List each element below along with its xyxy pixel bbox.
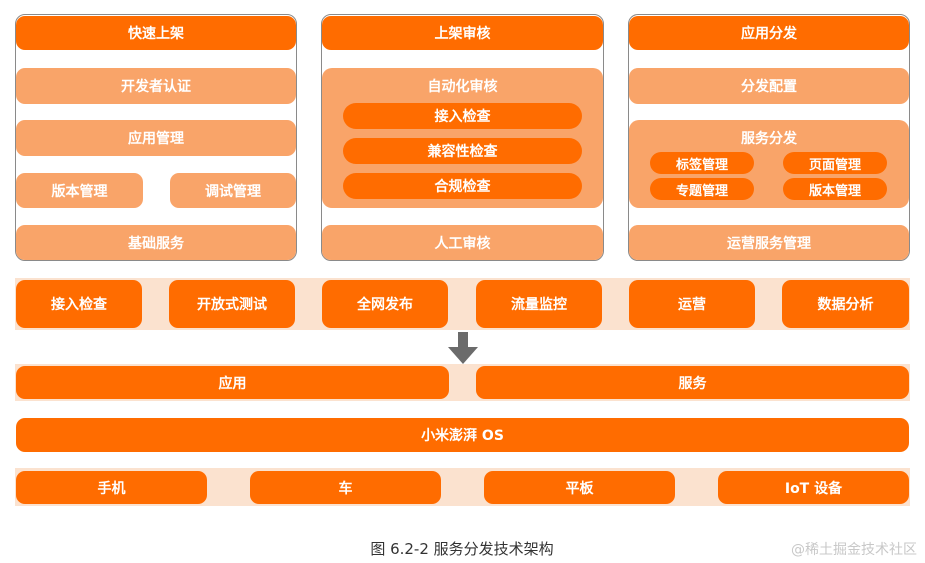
page-management-pill: 页面管理 — [783, 152, 887, 174]
service-distribution-title: 服务分发 — [741, 131, 797, 147]
target-app: 应用 — [16, 366, 449, 399]
device-iot: IoT 设备 — [718, 471, 909, 504]
version-management-box: 版本管理 — [16, 173, 143, 208]
device-phone: 手机 — [16, 471, 207, 504]
distribution-config-box: 分发配置 — [629, 68, 909, 104]
developer-auth-box: 开发者认证 — [16, 68, 296, 104]
panel-review-title: 上架审核 — [322, 16, 603, 50]
basic-service-box: 基础服务 — [16, 225, 296, 260]
compatibility-check-pill: 兼容性检查 — [343, 138, 582, 164]
service-version-management-pill: 版本管理 — [783, 178, 887, 200]
auto-review-title: 自动化审核 — [427, 79, 498, 95]
compliance-check-pill: 合规检查 — [343, 173, 582, 199]
operation-service-management-box: 运营服务管理 — [629, 225, 909, 260]
app-management-box: 应用管理 — [16, 120, 296, 156]
capability-open-testing: 开放式测试 — [169, 280, 295, 328]
device-tablet: 平板 — [484, 471, 675, 504]
figure-caption: 图 6.2-2 服务分发技术架构 — [370, 540, 554, 558]
tag-management-pill: 标签管理 — [650, 152, 754, 174]
target-service: 服务 — [476, 366, 909, 399]
down-arrow-icon — [448, 332, 478, 364]
topic-management-pill: 专题管理 — [650, 178, 754, 200]
capability-operations: 运营 — [629, 280, 755, 328]
os-layer: 小米澎湃 OS — [16, 418, 909, 452]
capability-access-check: 接入检查 — [16, 280, 142, 328]
panel-quick-listing-title: 快速上架 — [16, 16, 296, 50]
capability-data-analysis: 数据分析 — [782, 280, 909, 328]
device-car: 车 — [250, 471, 441, 504]
manual-review-box: 人工审核 — [322, 225, 603, 260]
capability-band — [15, 278, 910, 330]
panel-distribution-title: 应用分发 — [629, 16, 909, 50]
capability-network-release: 全网发布 — [322, 280, 448, 328]
watermark: @稀土掘金技术社区 — [791, 542, 917, 558]
access-check-pill: 接入检查 — [343, 103, 582, 129]
capability-traffic-monitoring: 流量监控 — [476, 280, 602, 328]
debug-management-box: 调试管理 — [170, 173, 296, 208]
